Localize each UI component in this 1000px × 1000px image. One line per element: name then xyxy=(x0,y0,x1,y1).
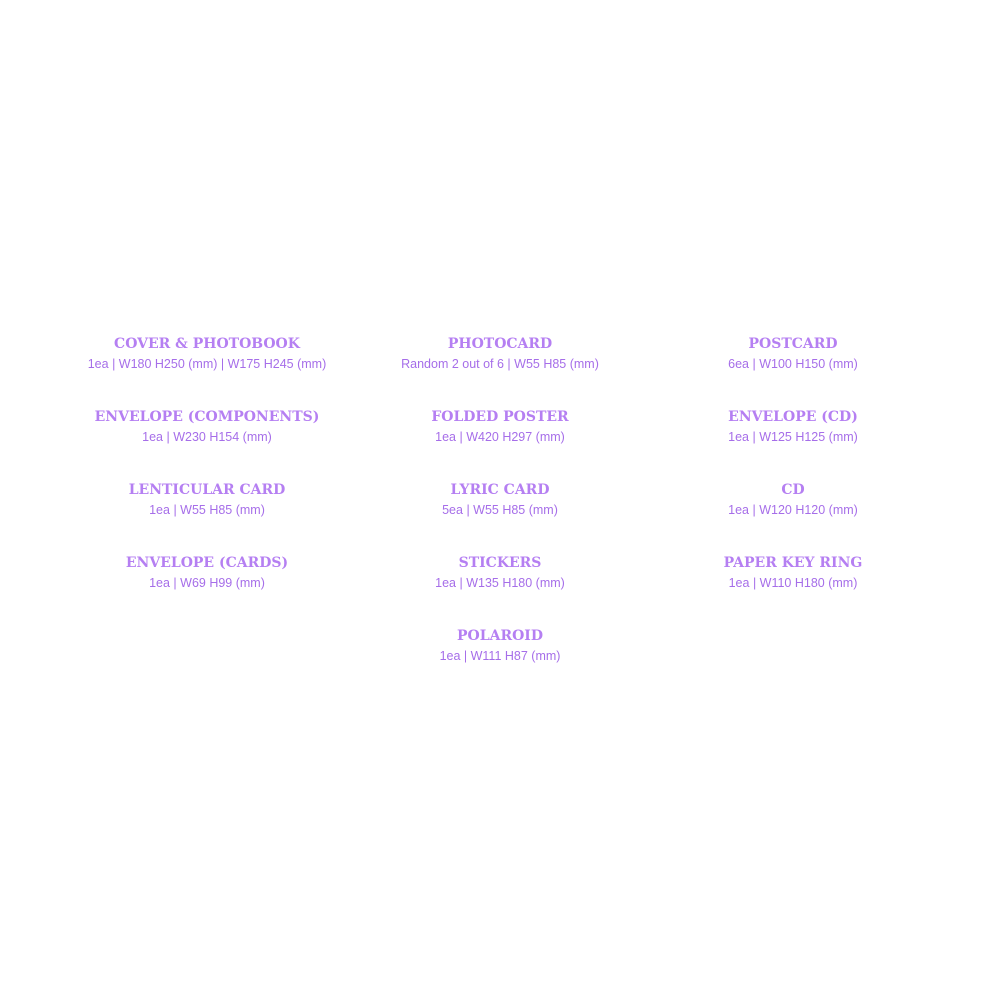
component-item-lenticular-card: LENTICULAR CARD 1ea | W55 H85 (mm) xyxy=(129,481,286,554)
component-spec: 1ea | W135 H180 (mm) xyxy=(435,576,565,590)
component-spec: 1ea | W111 H87 (mm) xyxy=(439,649,561,663)
component-spec: 1ea | W69 H99 (mm) xyxy=(149,576,265,590)
component-item-stickers: STICKERS 1ea | W135 H180 (mm) xyxy=(435,554,565,627)
component-item-envelope-cards: ENVELOPE (CARDS) 1ea | W69 H99 (mm) xyxy=(126,554,288,627)
component-spec: 5ea | W55 H85 (mm) xyxy=(442,503,558,517)
component-spec: 1ea | W230 H154 (mm) xyxy=(142,430,272,444)
component-item-cover-photobook: COVER & PHOTOBOOK 1ea | W180 H250 (mm) |… xyxy=(88,335,327,408)
component-item-envelope-cd: ENVELOPE (CD) 1ea | W125 H125 (mm) xyxy=(728,408,858,481)
component-item-cd: CD 1ea | W120 H120 (mm) xyxy=(728,481,858,554)
component-item-postcard: POSTCARD 6ea | W100 H150 (mm) xyxy=(728,335,858,408)
component-spec: 6ea | W100 H150 (mm) xyxy=(728,357,858,371)
component-title: STICKERS xyxy=(458,555,542,571)
component-title: LYRIC CARD xyxy=(450,482,550,498)
component-item-photocard: PHOTOCARD Random 2 out of 6 | W55 H85 (m… xyxy=(401,335,599,408)
component-title: POSTCARD xyxy=(748,336,838,352)
component-spec: 1ea | W180 H250 (mm) | W175 H245 (mm) xyxy=(87,357,327,371)
component-item-lyric-card: LYRIC CARD 5ea | W55 H85 (mm) xyxy=(442,481,558,554)
component-title: LENTICULAR CARD xyxy=(128,482,286,498)
components-column-center: PHOTOCARD Random 2 out of 6 | W55 H85 (m… xyxy=(340,335,660,700)
component-spec: 1ea | W125 H125 (mm) xyxy=(728,430,858,444)
component-title: ENVELOPE (COMPONENTS) xyxy=(94,409,320,425)
component-title: ENVELOPE (CARDS) xyxy=(125,555,289,571)
component-title: POLAROID xyxy=(457,628,543,644)
component-item-envelope-components: ENVELOPE (COMPONENTS) 1ea | W230 H154 (m… xyxy=(95,408,320,481)
component-spec: 1ea | W110 H180 (mm) xyxy=(728,576,858,590)
component-item-folded-poster: FOLDED POSTER 1ea | W420 H297 (mm) xyxy=(431,408,568,481)
component-title: FOLDED POSTER xyxy=(431,409,569,425)
component-title: COVER & PHOTOBOOK xyxy=(114,336,300,352)
components-column-left: COVER & PHOTOBOOK 1ea | W180 H250 (mm) |… xyxy=(47,335,367,627)
component-spec: 1ea | W120 H120 (mm) xyxy=(728,503,858,517)
component-item-paper-key-ring: PAPER KEY RING 1ea | W110 H180 (mm) xyxy=(724,554,863,627)
component-item-polaroid: POLAROID 1ea | W111 H87 (mm) xyxy=(440,627,561,700)
component-spec: 1ea | W420 H297 (mm) xyxy=(435,430,565,444)
component-spec: 1ea | W55 H85 (mm) xyxy=(149,503,265,517)
component-title: PAPER KEY RING xyxy=(723,555,863,571)
component-title: ENVELOPE (CD) xyxy=(728,409,858,425)
component-title: CD xyxy=(781,482,805,498)
component-spec: Random 2 out of 6 | W55 H85 (mm) xyxy=(401,357,599,371)
components-column-right: POSTCARD 6ea | W100 H150 (mm) ENVELOPE (… xyxy=(633,335,953,627)
component-title: PHOTOCARD xyxy=(447,336,553,352)
